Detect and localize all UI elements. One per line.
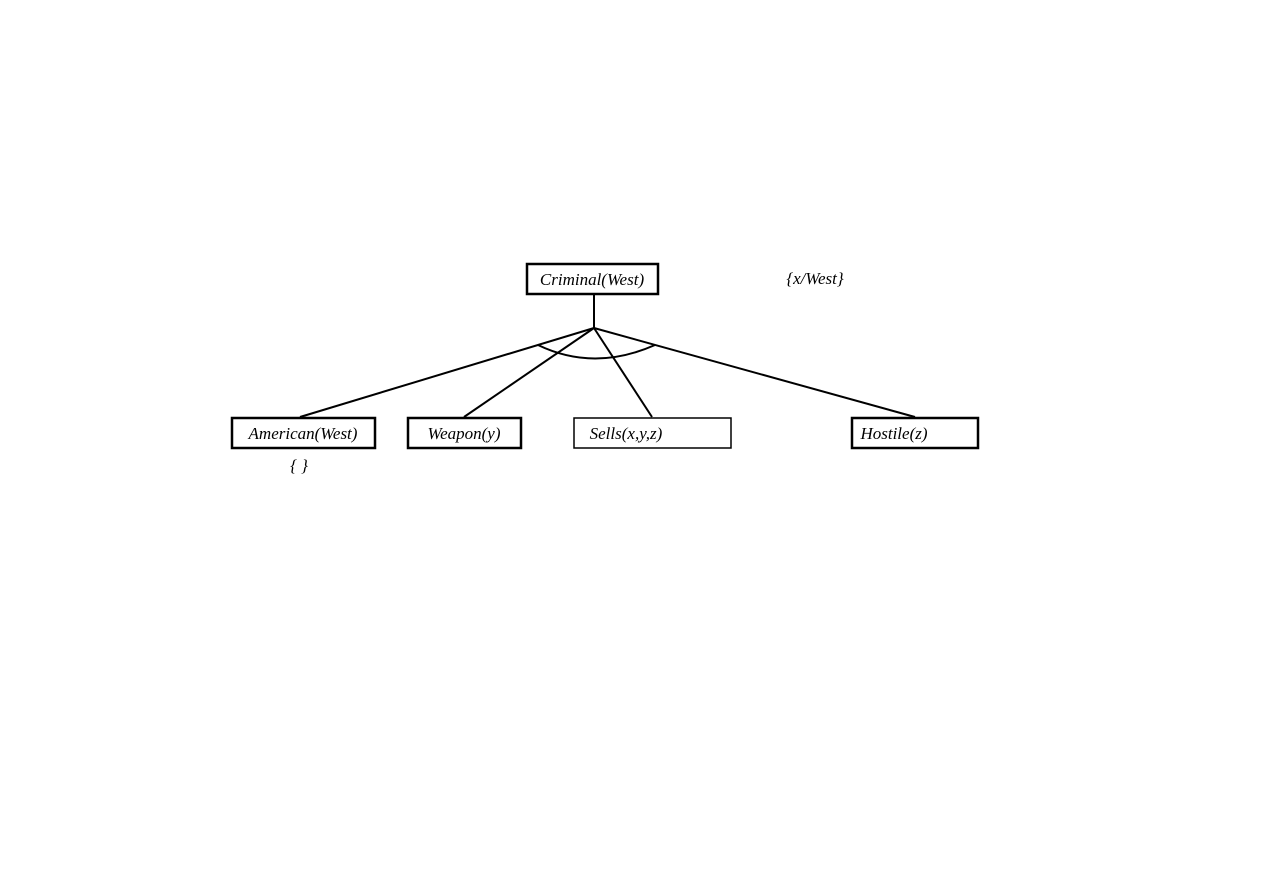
edge-to-american [299,327,595,418]
child-node-weapon: Weapon(y) [406,416,523,450]
edge-to-hostile [593,327,916,418]
child-node-american: American(West) [230,416,377,450]
root-node: Criminal(West) [525,262,660,296]
edge-to-weapon [463,327,595,418]
root-node-label: Criminal(West) [540,270,645,289]
child-node-label: Hostile(z) [859,424,927,443]
conjunction-arc [537,344,656,360]
american-substitution: { } [290,456,308,475]
child-node-sells: Sells(x,y,z) [573,417,732,449]
child-node-box [850,416,980,450]
tree-edges [299,294,916,418]
child-node-box [230,416,377,450]
child-node-label: American(West) [248,424,358,443]
root-substitution: {x/West} [786,269,844,288]
root-node-box [525,262,660,296]
edge-to-sells [593,327,653,418]
child-node-label: Weapon(y) [427,424,500,443]
child-node-box [406,416,523,450]
child-node-hostile: Hostile(z) [850,416,980,450]
child-node-box [573,417,732,449]
child-node-label: Sells(x,y,z) [590,424,663,443]
